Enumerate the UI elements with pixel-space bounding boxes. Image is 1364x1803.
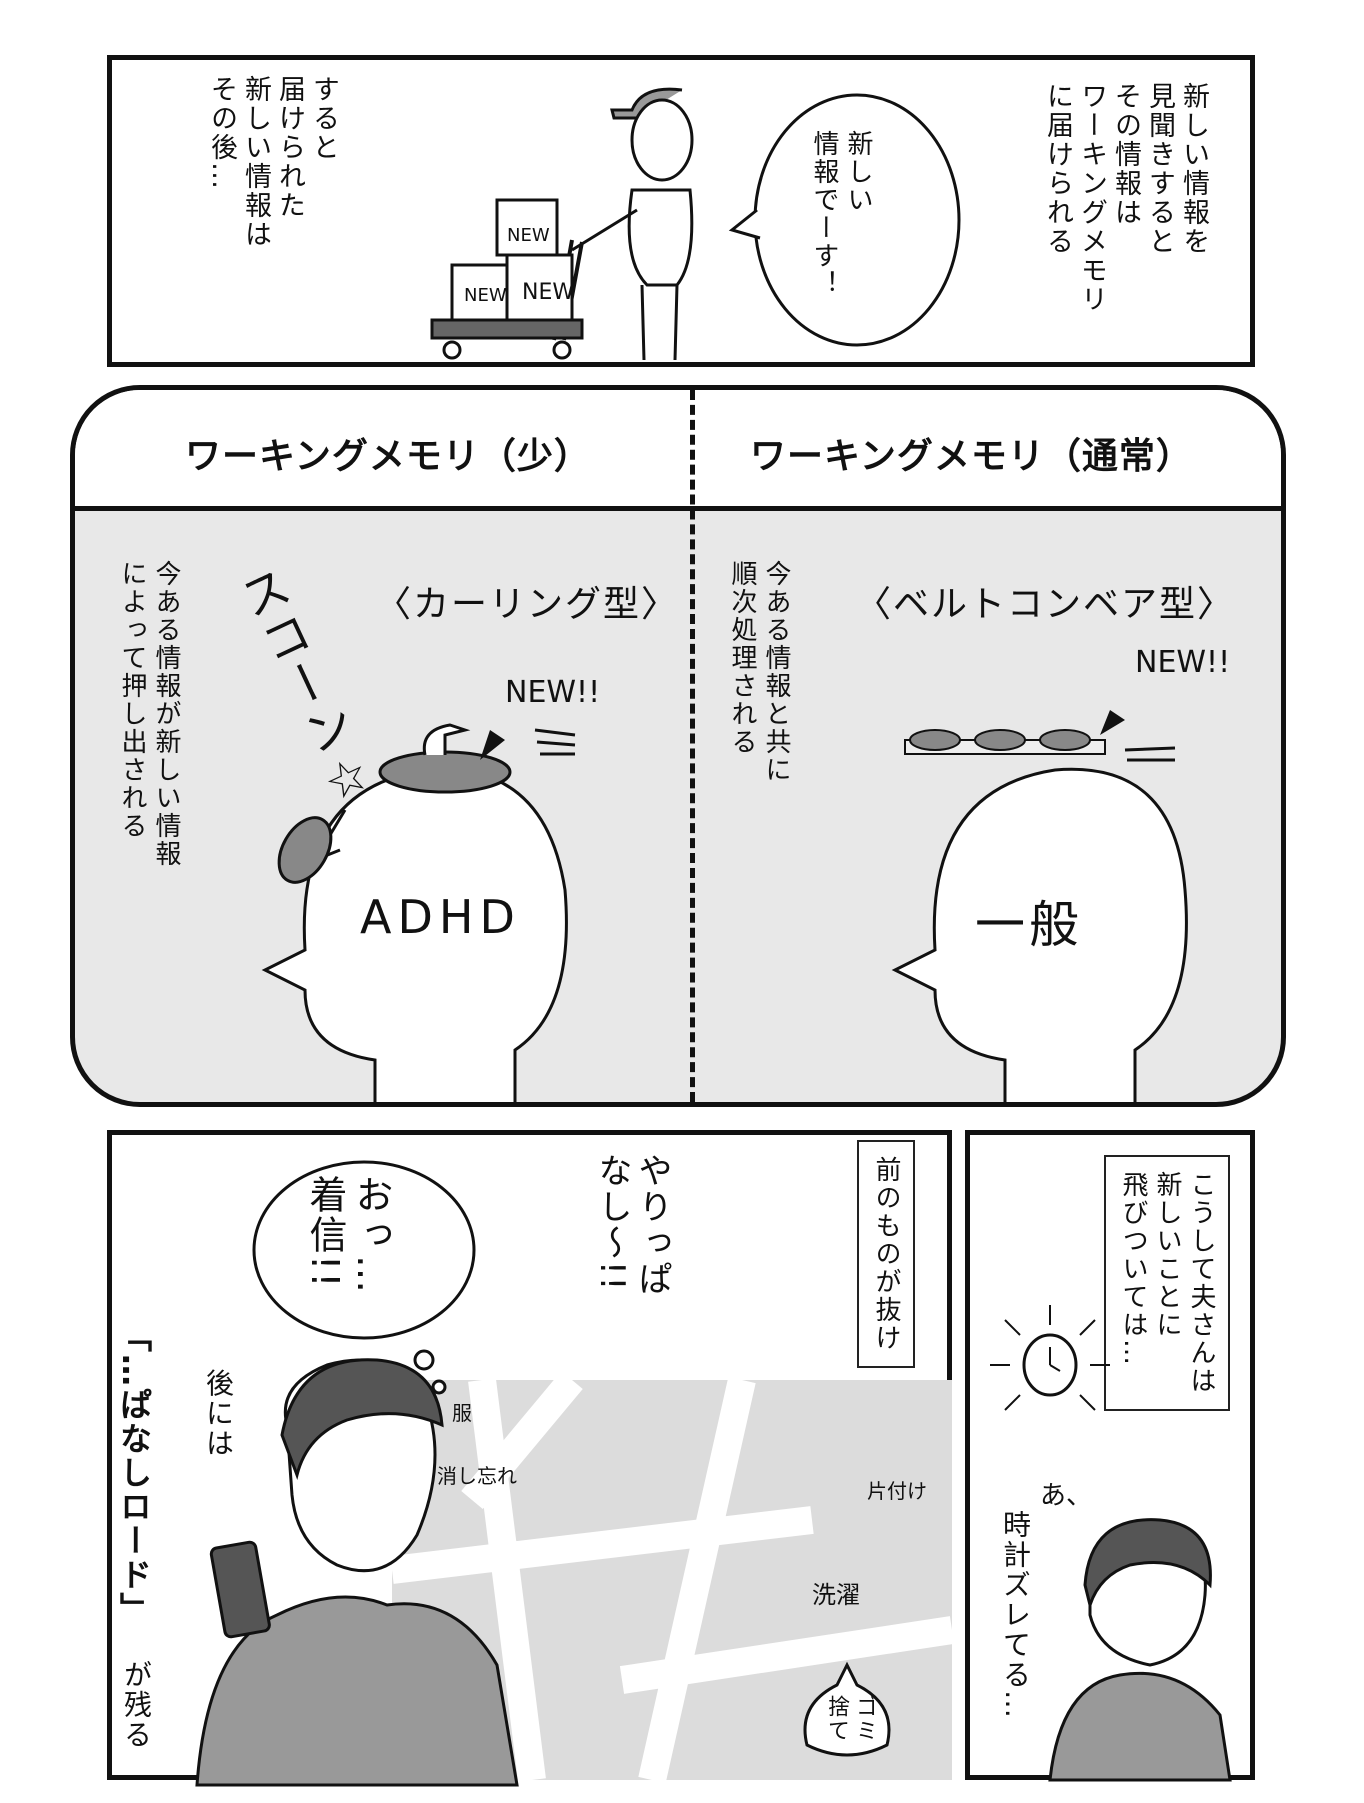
wall-clock-icon xyxy=(990,1305,1110,1411)
narration-left: すると 届けられた 新しい情報は その後… xyxy=(206,75,339,249)
road-label-lights: 消し忘れ xyxy=(437,1464,517,1488)
adhd-head-illustration xyxy=(261,723,576,1102)
panel-1-delivery: 新しい情報を 見聞きすると その情報は ワーキングメモリ に届けられる 新しい … xyxy=(107,55,1255,367)
speech-new-info: 新しい 情報でーす！ xyxy=(809,130,873,298)
caption-remains: が残る xyxy=(120,1660,153,1750)
road-label-dishes: 片付け xyxy=(867,1479,927,1503)
caption-panashi-road: 「…ぱなしロード」 xyxy=(114,1320,154,1626)
road-label-laundry: 洗濯 xyxy=(812,1581,860,1609)
panel-4-clock: こうして夫さんは 新しいことに 飛びついては… あ、 時計ズレてる… xyxy=(965,1130,1255,1782)
road-label-trash: ゴミ 捨て xyxy=(824,1695,877,1743)
road-label-clothes: 服 xyxy=(452,1401,472,1425)
trash-bag-icon xyxy=(803,1661,891,1757)
header-bar xyxy=(75,390,1281,511)
box-label-3: NEW xyxy=(507,225,550,246)
head-label-adhd: ADHD xyxy=(360,890,521,944)
speech-clock-off: 時計ズレてる… xyxy=(999,1510,1032,1720)
speech-a: あ、 xyxy=(1040,1481,1093,1511)
caption-sequential: 今ある情報と共に 順次処理される xyxy=(727,560,791,784)
box-label-2: NEW xyxy=(522,280,575,305)
voice-yarippanashi: やりっぱ なし〜!! xyxy=(592,1153,672,1297)
delivery-person-illustration xyxy=(430,87,694,361)
speech-bubble xyxy=(728,93,961,347)
panel-3-panashi-road: 前のものが抜け おっ… 着信!! やりっぱ なし〜!! 服 消し忘れ 片付け 洗… xyxy=(107,1130,955,1787)
caption-jumps-on-new: こうして夫さんは 新しいことに 飛びついては… xyxy=(1104,1155,1230,1411)
head-label-general: 一般 xyxy=(975,896,1083,954)
type-label-conveyor: 〈ベルトコンベア型〉 xyxy=(855,584,1236,625)
panel-2-comparison: ワーキングメモリ（少） ワーキングメモリ（通常） 〈カーリング型〉 スコーン☆ … xyxy=(70,385,1286,1107)
new-label-right: NEW!! xyxy=(1135,645,1231,680)
general-head-illustration xyxy=(891,710,1188,1102)
caption-afterwards: 後には xyxy=(167,1325,269,1459)
header-working-memory-normal: ワーキングメモリ（通常） xyxy=(750,436,1193,477)
type-label-curling: 〈カーリング型〉 xyxy=(375,584,680,625)
thought-bubble xyxy=(252,1160,476,1395)
divider-dashed xyxy=(690,390,695,1102)
caption-previous-drops: 前のものが抜け xyxy=(857,1140,915,1368)
caption-afterwards-1: 後には xyxy=(202,1368,235,1459)
narration-right: 新しい情報を 見聞きすると その情報は ワーキングメモリ に届けられる xyxy=(1042,82,1209,314)
box-label-1: NEW xyxy=(464,285,507,306)
man-on-phone-illustration xyxy=(195,1358,519,1787)
caption-pushed-out: 今ある情報が新しい情報 によって押し出される xyxy=(117,560,181,868)
thought-incoming-call: おっ… 着信!! xyxy=(303,1175,393,1295)
new-label-left: NEW!! xyxy=(505,675,601,710)
header-working-memory-small: ワーキングメモリ（少） xyxy=(185,436,591,477)
man-looking-illustration xyxy=(1048,1518,1232,1782)
